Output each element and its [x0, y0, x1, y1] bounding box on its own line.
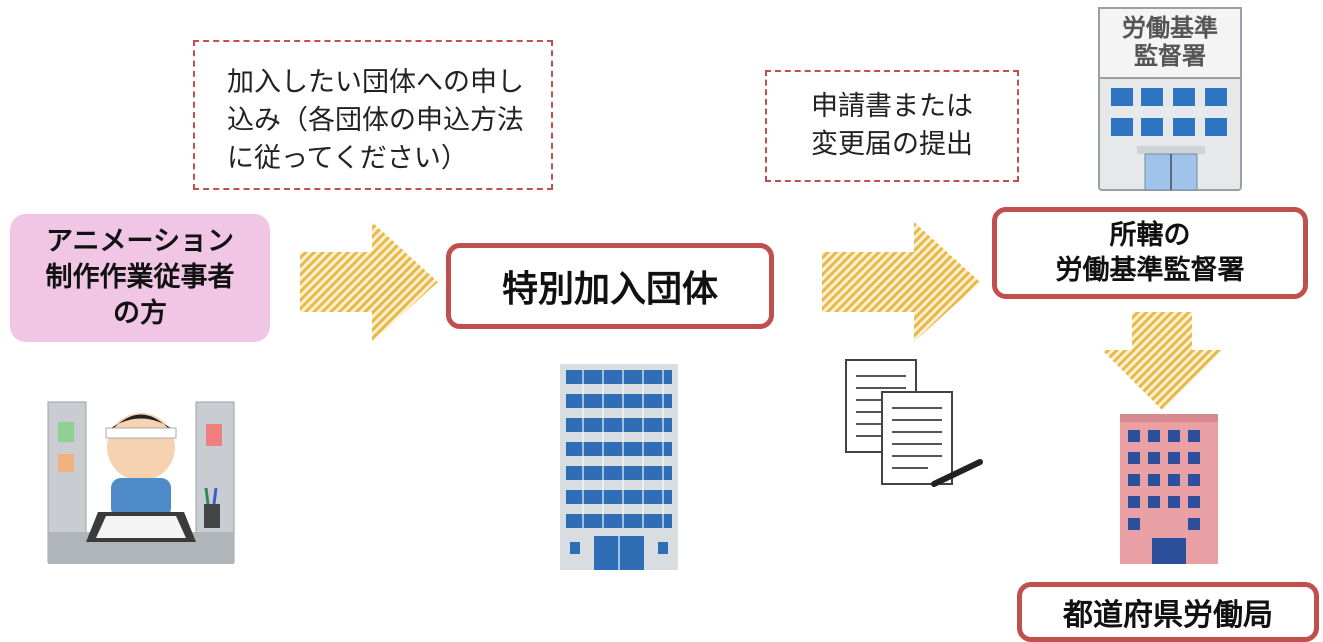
- application-note: 加入したい団体への申し 込み（各団体の申込方法 に従ってください）: [193, 40, 553, 190]
- labor-office-line-1: 所轄の: [1109, 220, 1191, 251]
- worker-box: アニメーション 制作作業従事者 の方: [10, 214, 270, 342]
- office-tower-illustration: [558, 362, 680, 572]
- worker-line-2: 制作作業従事者: [45, 262, 235, 293]
- application-note-line-2: 込み（各団体の申込方法: [227, 105, 524, 136]
- arrow-right-2: [822, 222, 980, 342]
- worker-line-1: アニメーション: [46, 226, 234, 257]
- submission-note: 申請書または 変更届の提出: [765, 70, 1019, 182]
- prefectural-bureau-building-illustration: [1118, 412, 1220, 564]
- labor-standards-office-box: 所轄の 労働基準監督署: [992, 207, 1308, 299]
- documents-illustration: [842, 356, 984, 490]
- prefectural-labor-bureau-box: 都道府県労働局: [1017, 582, 1319, 642]
- submission-note-line-2: 変更届の提出: [811, 129, 973, 160]
- arrow-down: [1102, 312, 1222, 410]
- prefectural-labor-bureau-label: 都道府県労働局: [1063, 598, 1273, 633]
- building-sign-line-2: 監督署: [1134, 42, 1206, 70]
- special-organization-box: 特別加入団体: [446, 243, 774, 329]
- application-note-line-1: 加入したい団体への申し: [227, 67, 524, 98]
- animator-illustration: [46, 392, 236, 567]
- special-organization-label: 特別加入団体: [501, 269, 718, 310]
- worker-line-3: の方: [113, 298, 167, 329]
- building-sign-line-1: 労働基準: [1122, 14, 1218, 42]
- arrow-right-1: [300, 222, 438, 342]
- building-sign: 労働基準 監督署: [1097, 14, 1243, 70]
- submission-note-line-1: 申請書または: [811, 91, 973, 122]
- labor-office-building-illustration: 労働基準 監督署: [1097, 6, 1243, 192]
- application-note-line-3: に従ってください）: [227, 143, 468, 174]
- labor-office-line-2: 労働基準監督署: [1055, 255, 1245, 286]
